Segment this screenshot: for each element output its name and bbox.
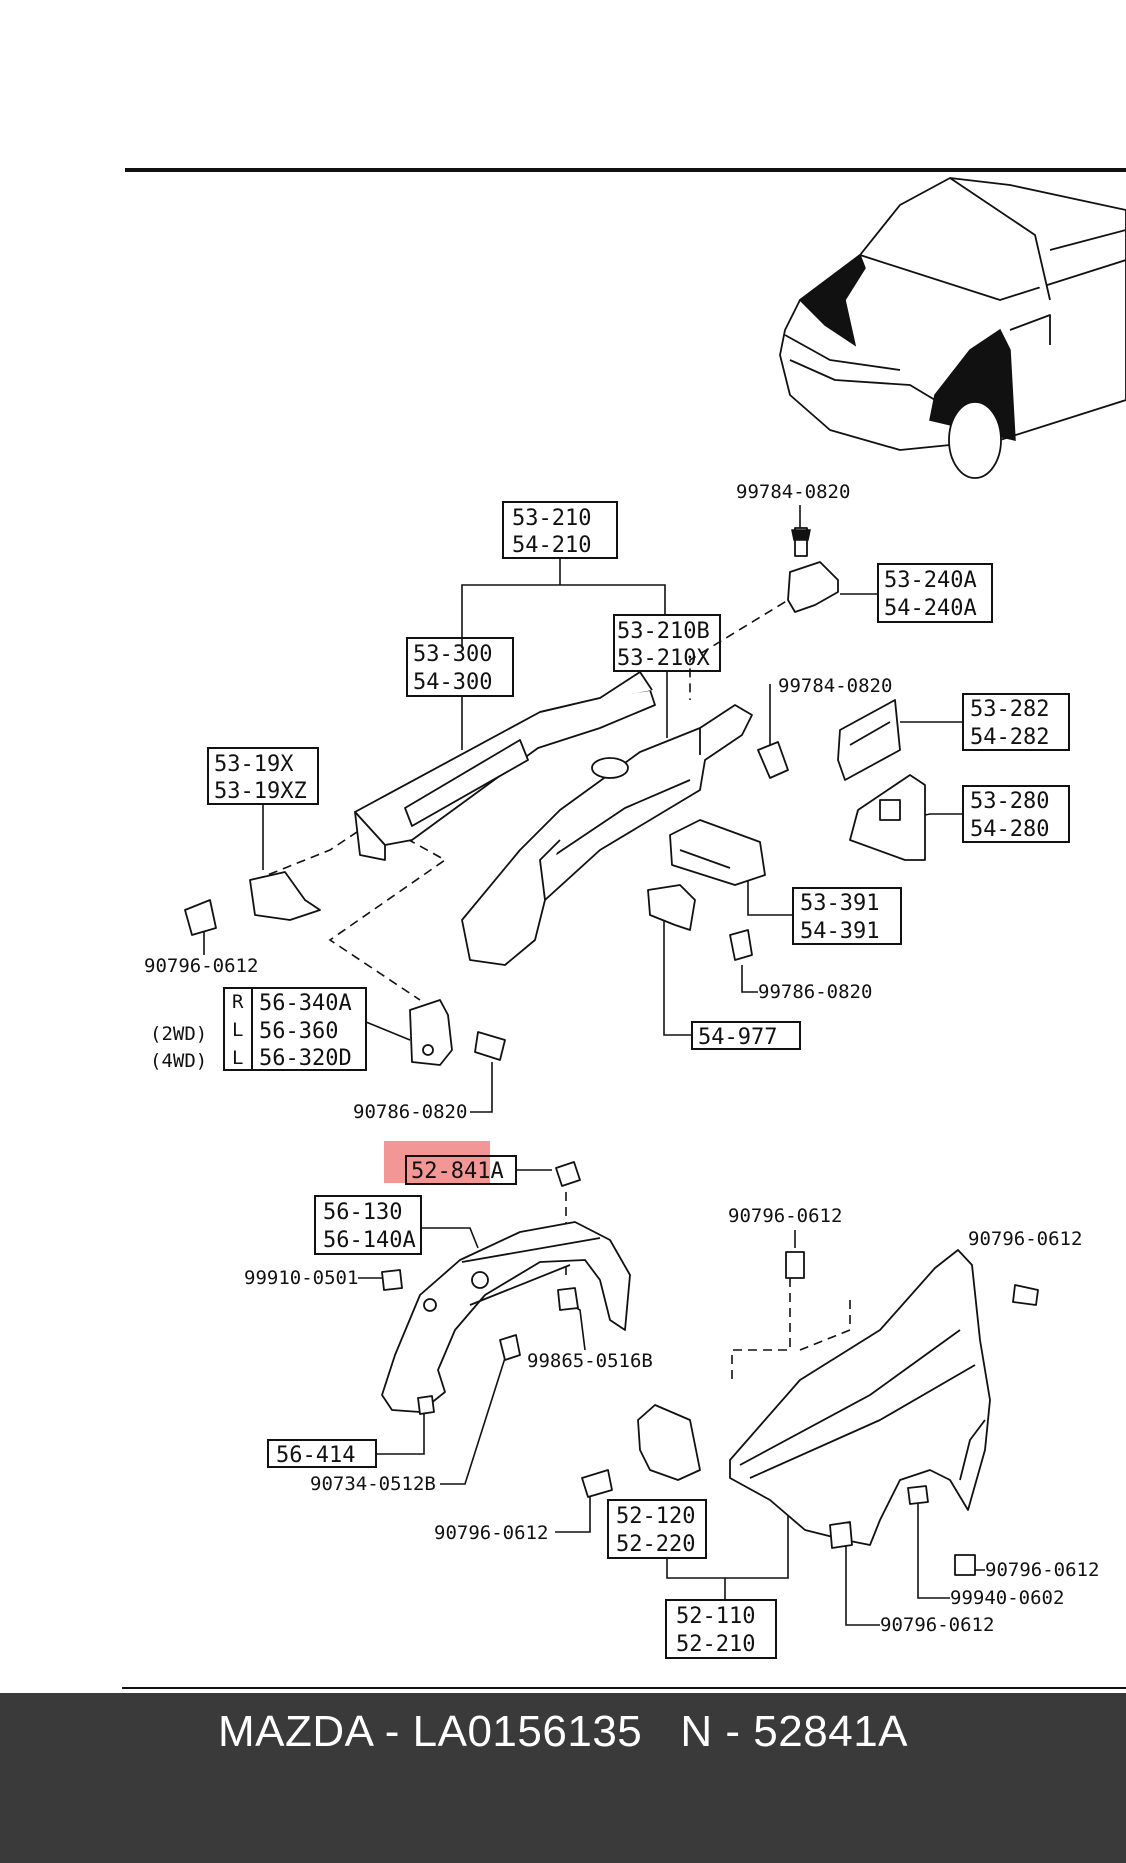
bolt-99784-mid [757,741,789,779]
label-52-841a: 52-841A [411,1159,504,1184]
label-90786-0820: 90786-0820 [353,1101,467,1123]
fender-liner [381,1221,631,1413]
label-53-19xz: 53-19XZ [214,779,307,804]
bracket-53-280 [849,774,926,861]
label-90796-0612-bottom-right: 90796-0612 [985,1559,1099,1581]
label-box-53-240a [877,563,993,623]
bracket-54-977 [647,884,696,931]
label-99910-0501: 99910-0501 [244,1267,358,1289]
footer-part-text: MAZDA - LA0156135 N - 52841A [217,1707,909,1756]
label-54-280: 54-280 [970,817,1049,842]
bracket-53-391 [669,819,766,886]
label-box-53-300 [406,637,514,697]
label-90796-0612-fender-top: 90796-0612 [728,1205,842,1227]
label-54-282: 54-282 [970,725,1049,750]
bolt-90796-bracket [581,1469,613,1498]
label-4wd: (4WD) [150,1050,207,1072]
car-outline [779,177,1126,479]
label-54-240a: 54-240A [884,596,977,621]
label-53-300: 53-300 [413,642,492,667]
clip-99940 [907,1485,929,1505]
label-99784-0820-mid: 99784-0820 [778,675,892,697]
label-box-52-120 [607,1499,707,1559]
label-56-130: 56-130 [323,1200,402,1225]
clip-56-414 [417,1395,435,1415]
label-53-282: 53-282 [970,697,1049,722]
label-99784-0820-top: 99784-0820 [736,481,850,503]
label-54-391: 54-391 [800,919,879,944]
leader-lines [203,505,985,1626]
bolt-90796-left [184,899,217,936]
label-90734-0512b: 90734-0512B [310,1473,436,1495]
label-54-300: 54-300 [413,670,492,695]
label-90796-0612-left: 90796-0612 [144,955,258,977]
label-90796-0612-fender-right: 90796-0612 [968,1228,1082,1250]
label-53-240a: 53-240A [884,568,977,593]
label-53-19x: 53-19X [214,752,294,777]
label-90796-0612-bracket: 90796-0612 [434,1522,548,1544]
label-l-2wd: L [232,1019,243,1041]
highlight-52-841a [384,1141,490,1183]
clip-99910 [381,1269,403,1291]
label-box-56-340a [251,987,367,1071]
label-2wd: (2WD) [150,1023,207,1045]
label-53-210: 53-210 [512,506,591,531]
label-53-210x: 53-210X [617,646,710,671]
label-53-391: 53-391 [800,891,879,916]
label-box-53-391 [792,887,902,945]
front-fender [729,1249,991,1546]
bracket-53-282 [837,699,901,781]
label-56-140a: 56-140A [323,1228,416,1253]
label-52-210: 52-210 [676,1632,755,1657]
bolt-90796-fender-right [1012,1284,1039,1306]
bracket-53-19x [249,871,321,921]
label-99940-0602: 99940-0602 [950,1587,1064,1609]
bracket-53-240a [787,527,839,613]
label-56-320d: 56-320D [259,1046,352,1071]
label-53-210b: 53-210B [617,619,710,644]
footer-bar: MAZDA - LA0156135 N - 52841A [0,1693,1126,1863]
label-52-110: 52-110 [676,1604,755,1629]
label-99865-0516b: 99865-0516B [527,1350,653,1372]
label-r: R [232,991,244,1013]
bracket-52-120 [637,1404,701,1481]
bolt-99786 [729,929,753,961]
frame-rail-upper [354,671,656,861]
label-52-120: 52-120 [616,1504,695,1529]
label-54-210: 54-210 [512,533,591,558]
screw-90734 [499,1334,521,1361]
bolt-90796-bottom [829,1521,853,1549]
clip-nut-52-841a [555,1161,581,1187]
label-53-280: 53-280 [970,789,1049,814]
label-90796-0612-bottom: 90796-0612 [880,1614,994,1636]
label-56-360: 56-360 [259,1019,338,1044]
bolt-90786 [474,1031,506,1061]
bracket-56-340a [409,999,453,1066]
bolt-90796-fender-top [785,1251,805,1279]
label-box-56-130 [314,1195,422,1255]
frame-rail-main [461,704,753,966]
label-56-340a: 56-340A [259,991,352,1016]
label-l-4wd: L [232,1047,243,1069]
screw-99865 [557,1287,579,1311]
label-52-220: 52-220 [616,1532,695,1557]
label-54-977: 54-977 [698,1025,777,1050]
label-56-414: 56-414 [276,1443,355,1468]
bolt-90796-bottom-right [954,1554,976,1576]
label-box-52-110 [665,1599,777,1659]
label-99786-0820: 99786-0820 [758,981,872,1003]
